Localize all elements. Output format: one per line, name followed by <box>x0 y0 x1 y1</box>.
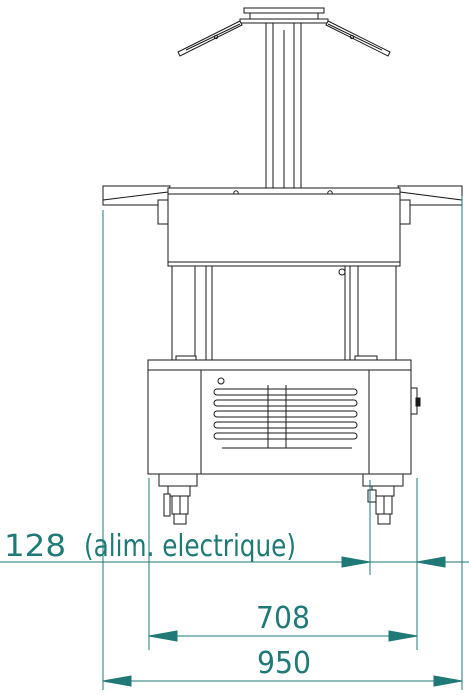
vent-grille <box>213 385 358 449</box>
arrow-cable-right <box>416 556 446 568</box>
castor-right <box>362 473 404 525</box>
legs <box>171 265 397 361</box>
arrow-total-right <box>433 675 463 687</box>
castor-left <box>158 473 198 525</box>
arrow-inner-left <box>148 630 178 642</box>
upper-cabinet <box>167 193 401 276</box>
lower-base <box>147 359 421 475</box>
arrow-cable-left <box>341 556 371 568</box>
cable-dimension-note: (alim. electrique) <box>84 529 296 564</box>
arrow-total-left <box>102 675 132 687</box>
cable-dimension-value: 128 <box>4 529 66 564</box>
dimension-labels: 128 (alim. electrique) 708 950 <box>4 529 311 681</box>
buffet-cart-front-view <box>102 7 463 525</box>
inner-width-value: 708 <box>256 601 310 636</box>
canopy <box>177 7 391 57</box>
total-width-value: 950 <box>257 646 311 681</box>
dimensions <box>0 196 469 690</box>
arrow-inner-right <box>388 630 418 642</box>
